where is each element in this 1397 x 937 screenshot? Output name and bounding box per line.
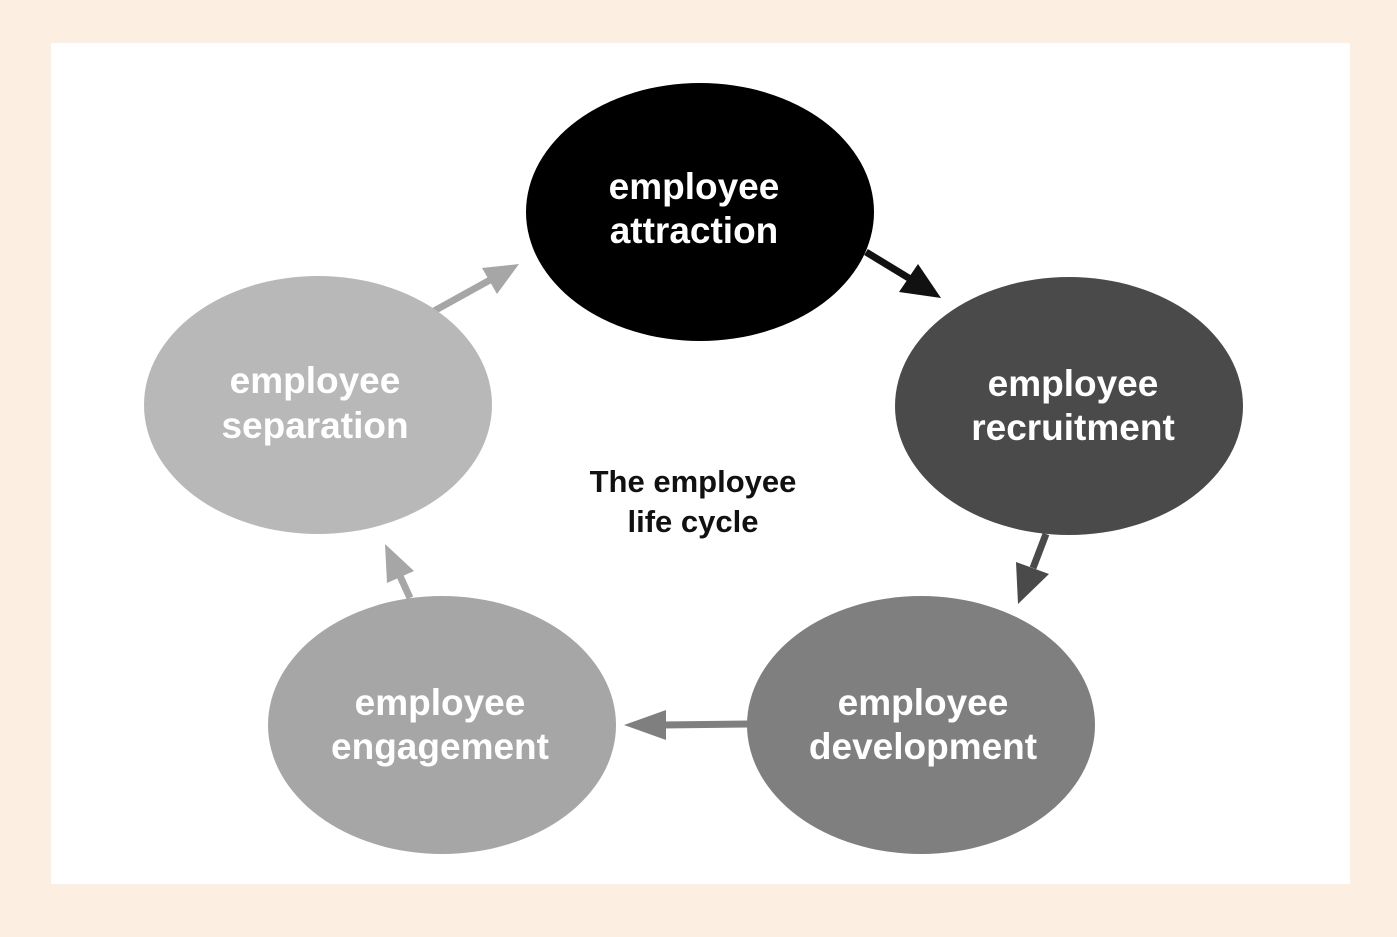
node-development-shape	[747, 596, 1095, 854]
node-engagement-line2: engagement	[331, 726, 549, 767]
node-attraction-line2: attraction	[610, 210, 779, 251]
arrow-development-to-engagement	[624, 710, 749, 740]
node-engagement-line1: employee	[355, 682, 526, 723]
arrow-engagement-to-separation	[385, 544, 414, 600]
node-recruitment-shape	[895, 277, 1243, 535]
arrows-layer	[385, 249, 1050, 740]
arrow-separation-to-attraction	[432, 264, 519, 315]
node-development-line2: development	[809, 726, 1037, 767]
node-development-line1: employee	[838, 682, 1009, 723]
center-label-line1: The employee	[590, 464, 797, 499]
node-attraction-shape	[526, 83, 874, 341]
node-separation-shape	[144, 276, 492, 534]
node-recruitment: employee recruitment	[895, 277, 1243, 535]
arrow-attraction-to-recruitment	[864, 249, 941, 298]
node-recruitment-line2: recruitment	[971, 407, 1175, 448]
arrow-recruitment-to-development	[1016, 532, 1050, 604]
center-label: The employee life cycle	[590, 464, 797, 539]
node-engagement: employee engagement	[268, 596, 616, 854]
node-engagement-shape	[268, 596, 616, 854]
node-separation-line1: employee	[230, 360, 401, 401]
node-separation: employee separation	[144, 276, 492, 534]
node-separation-line2: separation	[221, 405, 408, 446]
node-attraction: employee attraction	[526, 83, 874, 341]
node-development: employee development	[747, 596, 1095, 854]
center-label-line2: life cycle	[628, 504, 759, 539]
node-attraction-line1: employee	[609, 166, 780, 207]
node-recruitment-line1: employee	[988, 363, 1159, 404]
